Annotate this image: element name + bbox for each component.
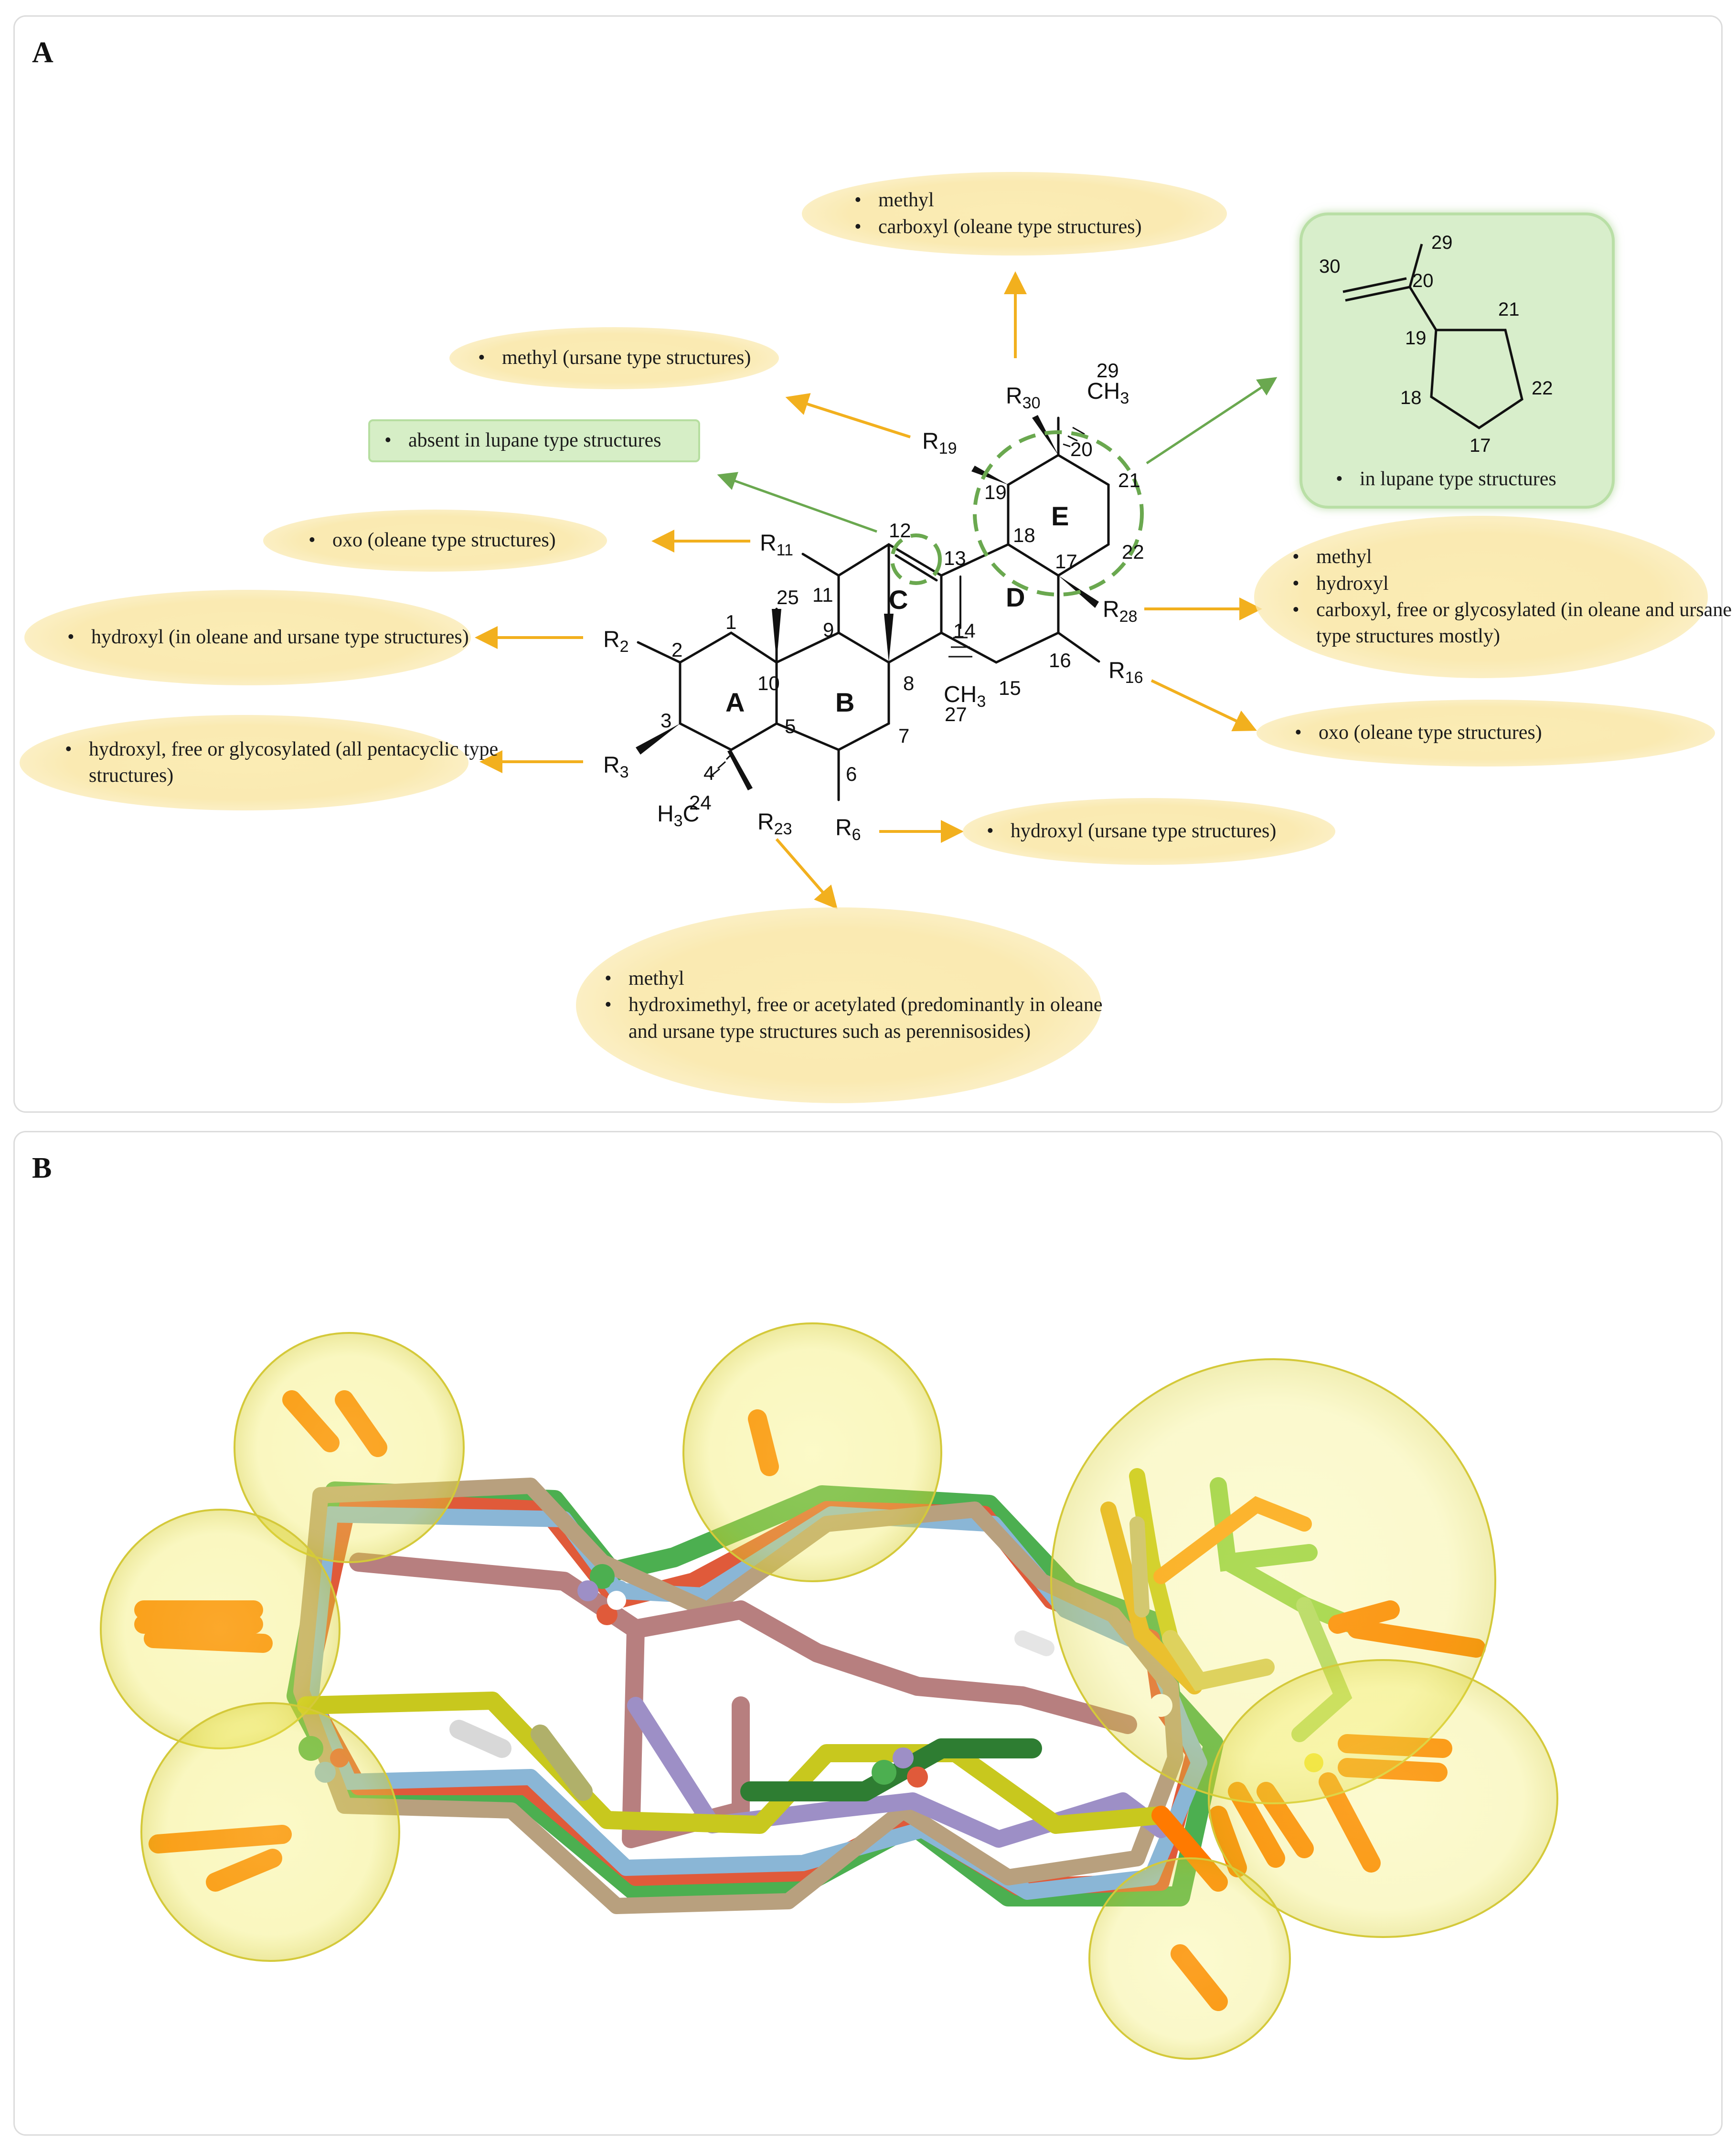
note-item: hydroxyl (ursane type structures) bbox=[987, 818, 1276, 845]
svg-text:C: C bbox=[889, 585, 908, 615]
svg-text:B: B bbox=[835, 687, 854, 717]
note-r23: methyl hydroximethyl, free or acetylated… bbox=[576, 907, 1102, 1103]
svg-text:25: 25 bbox=[777, 586, 799, 608]
svg-text:H3C: H3C bbox=[657, 801, 699, 830]
note-item: oxo (oleane type structures) bbox=[1295, 720, 1542, 746]
atom-labels: 1 2 3 4 5 6 7 8 9 10 11 12 13 14 15 16 1… bbox=[660, 359, 1144, 814]
lupane-ring-box: 29 30 20 19 21 18 22 17 in lupane type s… bbox=[1299, 213, 1615, 509]
svg-text:22: 22 bbox=[1532, 378, 1553, 399]
note-methyl-carboxyl: methyl carboxyl (oleane type structures) bbox=[802, 172, 1227, 256]
note-hydroxyl-c2: hydroxyl (in oleane and ursane type stru… bbox=[24, 590, 471, 685]
note-item: methyl (ursane type structures) bbox=[478, 345, 751, 372]
svg-text:A: A bbox=[725, 687, 745, 717]
ring-labels: A B C D E bbox=[725, 501, 1069, 717]
note-absent-lupane: absent in lupane type structures bbox=[368, 419, 700, 462]
svg-text:18: 18 bbox=[1400, 387, 1422, 408]
note-methyl-ursane: methyl (ursane type structures) bbox=[449, 327, 779, 389]
panel-b: B bbox=[13, 1131, 1723, 2136]
svg-text:R19: R19 bbox=[922, 429, 957, 458]
pharmacophore-sphere bbox=[1208, 1659, 1558, 1938]
pharmacophore-sphere bbox=[234, 1332, 465, 1563]
svg-text:9: 9 bbox=[823, 618, 834, 641]
note-item: carboxyl, free or glycosylated (in olean… bbox=[1292, 597, 1736, 650]
note-item: oxo (oleane type structures) bbox=[309, 527, 556, 554]
svg-text:R16: R16 bbox=[1108, 658, 1143, 687]
svg-text:R3: R3 bbox=[603, 753, 629, 781]
dashed-highlights bbox=[890, 430, 1144, 596]
svg-text:2: 2 bbox=[671, 639, 682, 661]
note-item: carboxyl (oleane type structures) bbox=[854, 214, 1142, 241]
svg-text:6: 6 bbox=[846, 763, 857, 785]
svg-text:11: 11 bbox=[812, 584, 833, 606]
lupane-ring-structure: 29 30 20 19 21 18 22 17 bbox=[1319, 232, 1553, 456]
svg-text:R11: R11 bbox=[760, 531, 793, 559]
svg-text:R6: R6 bbox=[835, 815, 861, 844]
note-item: methyl bbox=[854, 187, 1142, 214]
panel-a: A bbox=[13, 15, 1732, 1113]
pharmacophore-sphere bbox=[1088, 1857, 1291, 2060]
svg-text:CH3: CH3 bbox=[944, 682, 986, 711]
svg-text:29: 29 bbox=[1431, 232, 1453, 253]
svg-text:22: 22 bbox=[1122, 541, 1144, 563]
note-hydroxyl-c6: hydroxyl (ursane type structures) bbox=[963, 798, 1335, 865]
note-item: hydroxyl bbox=[1292, 571, 1736, 597]
note-hydroxyl-c3: hydroxyl, free or glycosylated (all pent… bbox=[20, 715, 498, 810]
svg-text:30: 30 bbox=[1319, 256, 1341, 277]
svg-text:16: 16 bbox=[1049, 649, 1071, 671]
hashed-bonds bbox=[709, 426, 1085, 778]
green-arrows bbox=[717, 377, 1278, 533]
svg-text:CH3: CH3 bbox=[1087, 379, 1129, 407]
note-item: in lupane type structures bbox=[1336, 466, 1556, 493]
triterpene-structure-diagram: 1 2 3 4 5 6 7 8 9 10 11 12 13 14 15 16 1… bbox=[475, 271, 1278, 910]
svg-text:14: 14 bbox=[953, 619, 976, 642]
svg-text:R2: R2 bbox=[603, 627, 629, 656]
svg-text:20: 20 bbox=[1070, 438, 1093, 460]
svg-text:R28: R28 bbox=[1103, 597, 1138, 626]
note-item: absent in lupane type structures bbox=[384, 427, 661, 454]
superimposed-molecules-3d bbox=[100, 1322, 1558, 2060]
svg-text:29: 29 bbox=[1097, 359, 1119, 382]
svg-text:19: 19 bbox=[984, 481, 1007, 503]
svg-text:5: 5 bbox=[785, 715, 796, 737]
svg-text:21: 21 bbox=[1498, 299, 1520, 320]
svg-text:24: 24 bbox=[689, 791, 712, 814]
note-oxo-c11: oxo (oleane type structures) bbox=[263, 510, 607, 572]
svg-text:17: 17 bbox=[1470, 435, 1491, 456]
pharmacophore-sphere bbox=[682, 1322, 942, 1582]
note-item: methyl bbox=[1292, 544, 1736, 571]
svg-text:4: 4 bbox=[703, 762, 714, 784]
svg-text:19: 19 bbox=[1405, 328, 1427, 349]
svg-text:8: 8 bbox=[903, 672, 914, 694]
svg-text:1: 1 bbox=[725, 611, 736, 633]
note-item: methyl bbox=[605, 966, 1130, 992]
svg-text:R30: R30 bbox=[1006, 383, 1041, 412]
svg-text:R23: R23 bbox=[757, 809, 792, 838]
svg-text:10: 10 bbox=[757, 672, 780, 694]
svg-text:12: 12 bbox=[889, 519, 911, 542]
svg-text:27: 27 bbox=[945, 703, 967, 725]
note-r28: methyl hydroxyl carboxyl, free or glycos… bbox=[1254, 516, 1732, 678]
note-item: hydroxyl (in oleane and ursane type stru… bbox=[67, 624, 469, 651]
note-item: hydroxyl, free or glycosylated (all pent… bbox=[65, 736, 514, 789]
svg-text:13: 13 bbox=[944, 547, 966, 569]
svg-text:20: 20 bbox=[1412, 270, 1434, 291]
svg-text:7: 7 bbox=[898, 724, 909, 747]
note-oxo-c16: oxo (oleane type structures) bbox=[1257, 700, 1715, 767]
skeleton-bonds bbox=[637, 416, 1110, 801]
svg-text:21: 21 bbox=[1118, 469, 1140, 491]
pharmacophore-sphere bbox=[140, 1702, 400, 1962]
svg-text:17: 17 bbox=[1055, 550, 1077, 573]
svg-text:3: 3 bbox=[660, 709, 671, 732]
panel-b-label: B bbox=[32, 1152, 52, 1184]
panel-a-label: A bbox=[32, 36, 53, 69]
svg-text:E: E bbox=[1051, 501, 1069, 531]
note-item: hydroximethyl, free or acetylated (predo… bbox=[605, 992, 1130, 1045]
svg-text:15: 15 bbox=[999, 677, 1021, 699]
svg-text:18: 18 bbox=[1013, 524, 1035, 546]
pharmacophore-spheres bbox=[100, 1322, 1558, 2060]
svg-text:D: D bbox=[1006, 582, 1025, 612]
